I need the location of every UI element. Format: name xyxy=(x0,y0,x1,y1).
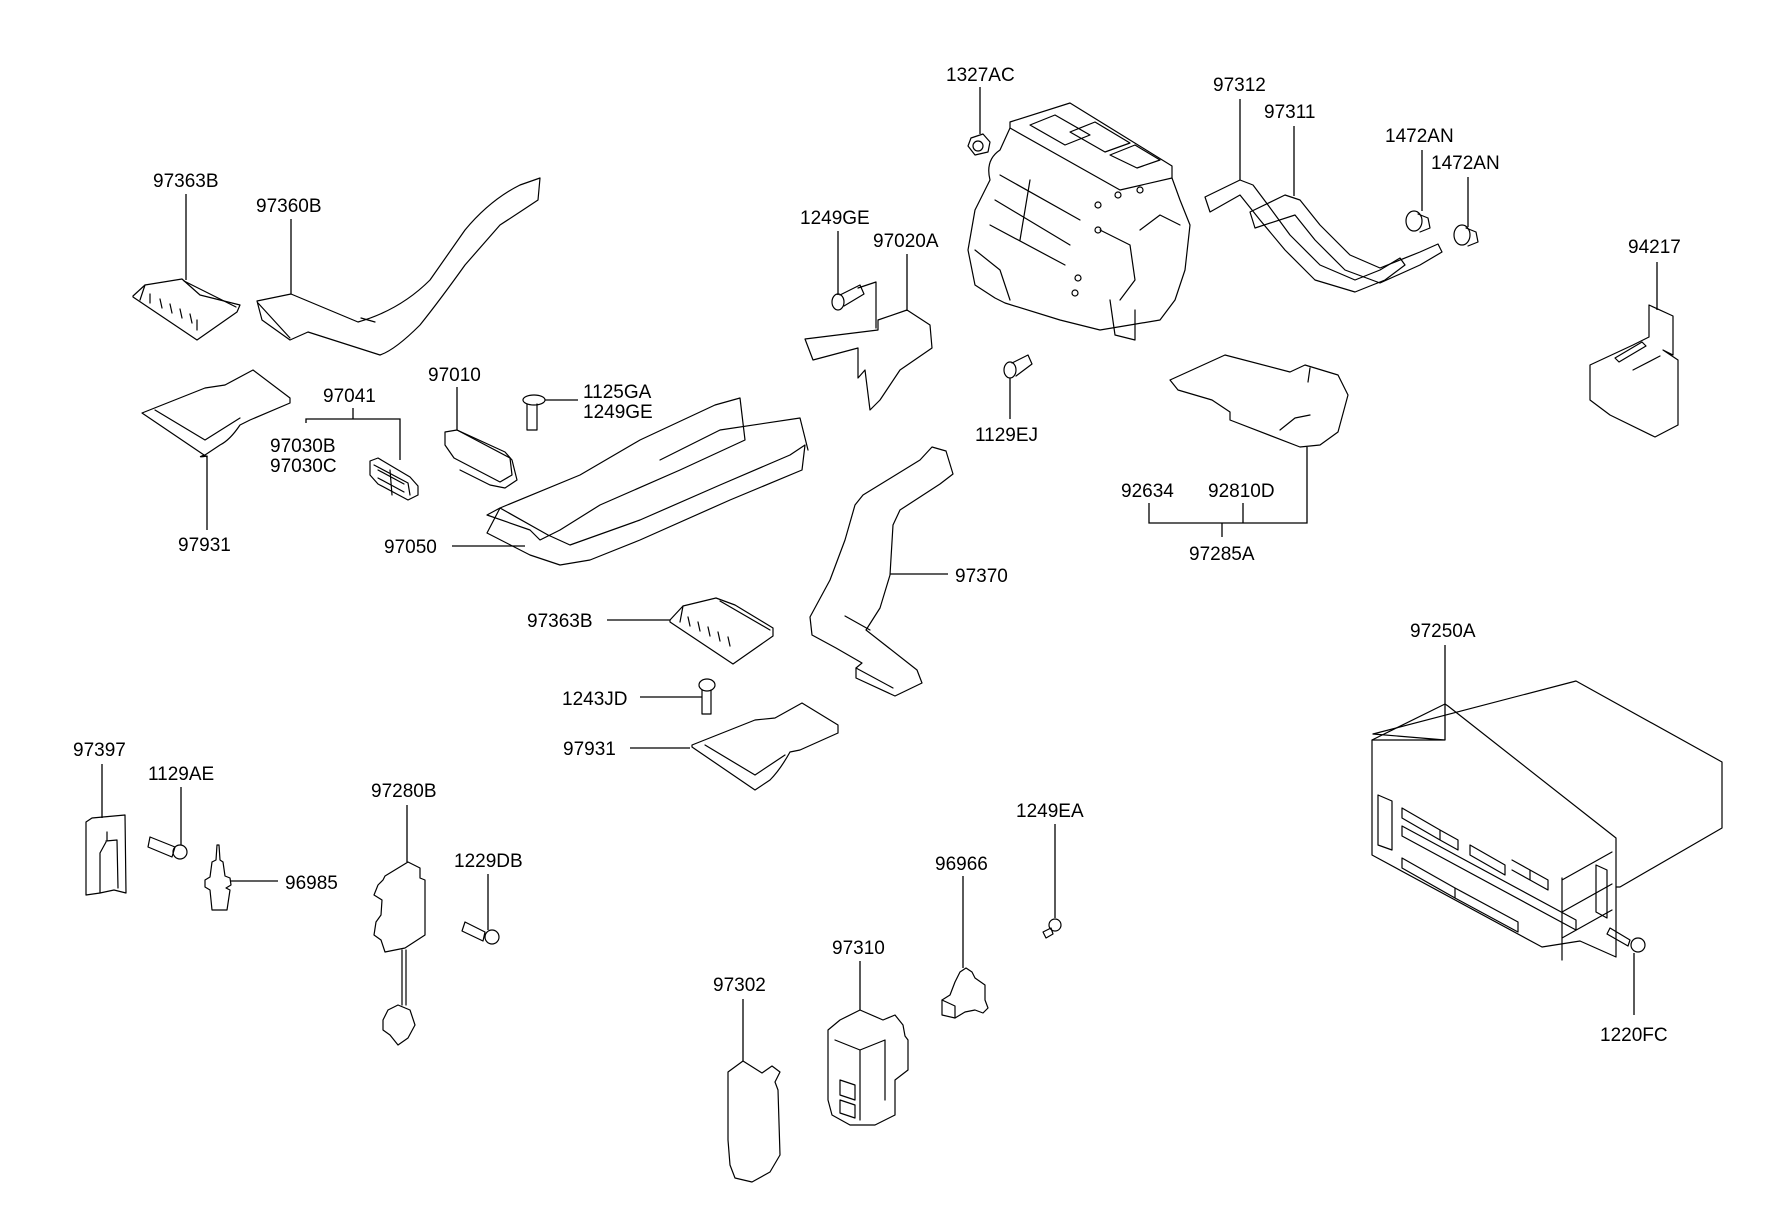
label-97250a[interactable]: 97250A xyxy=(1410,621,1476,642)
part-nut-1327ac[interactable] xyxy=(967,133,991,156)
part-cover-97302[interactable] xyxy=(727,1060,781,1183)
part-motor-96966[interactable] xyxy=(941,967,989,1019)
label-97931-mid[interactable]: 97931 xyxy=(563,739,616,760)
label-97931-left[interactable]: 97931 xyxy=(178,535,231,556)
part-97931-mid[interactable] xyxy=(691,702,839,791)
part-cover-97285a[interactable] xyxy=(1169,354,1349,448)
label-1327ac[interactable]: 1327AC xyxy=(946,65,1015,86)
label-96985[interactable]: 96985 xyxy=(285,873,338,894)
part-clamp-1472an-b[interactable] xyxy=(1453,224,1479,247)
part-97363b-mid[interactable] xyxy=(669,597,774,665)
part-screw-1125ga[interactable] xyxy=(522,394,546,431)
part-screw-1129ej[interactable] xyxy=(1003,354,1033,379)
part-97363b-top[interactable] xyxy=(132,278,241,341)
label-1220fc[interactable]: 1220FC xyxy=(1600,1025,1668,1046)
label-1249ge-top[interactable]: 1249GE xyxy=(800,208,870,229)
label-97050[interactable]: 97050 xyxy=(384,537,437,558)
label-97397[interactable]: 97397 xyxy=(73,740,126,761)
part-screw-1243jd[interactable] xyxy=(698,678,716,715)
label-97370[interactable]: 97370 xyxy=(955,566,1008,587)
label-97280b[interactable]: 97280B xyxy=(371,781,437,802)
label-97010[interactable]: 97010 xyxy=(428,365,481,386)
label-97030c[interactable]: 97030C xyxy=(270,456,337,477)
part-actuator-97280b[interactable] xyxy=(373,861,426,1046)
label-1249ge-mid[interactable]: 1249GE xyxy=(583,402,653,423)
label-97020a[interactable]: 97020A xyxy=(873,231,939,252)
label-96966[interactable]: 96966 xyxy=(935,854,988,875)
label-1129ej[interactable]: 1129EJ xyxy=(975,425,1038,446)
label-1249ea[interactable]: 1249EA xyxy=(1016,801,1084,822)
part-97030-grille[interactable] xyxy=(369,457,419,501)
part-bolt-1220fc[interactable] xyxy=(1606,927,1646,953)
leader-97285a-group xyxy=(1148,447,1308,524)
part-97020a[interactable] xyxy=(804,281,933,411)
part-control-unit-97250a[interactable] xyxy=(1371,680,1723,961)
label-97311[interactable]: 97311 xyxy=(1264,102,1315,123)
label-1472an-b[interactable]: 1472AN xyxy=(1431,153,1500,174)
part-module-94217[interactable] xyxy=(1589,304,1679,438)
part-switch-97310[interactable] xyxy=(827,1009,909,1126)
label-97312[interactable]: 97312 xyxy=(1213,75,1266,96)
part-screw-1249ge-top[interactable] xyxy=(831,284,865,311)
label-97360b[interactable]: 97360B xyxy=(256,196,322,217)
part-hose-97311[interactable] xyxy=(1249,194,1443,284)
part-sensor-96985[interactable] xyxy=(204,844,232,911)
part-bracket-97397[interactable] xyxy=(85,814,127,896)
part-duct-97370[interactable] xyxy=(809,446,954,697)
label-1243jd[interactable]: 1243JD xyxy=(562,689,628,710)
label-1129ae[interactable]: 1129AE xyxy=(148,764,214,785)
label-92634[interactable]: 92634 xyxy=(1121,481,1174,502)
label-1229db[interactable]: 1229DB xyxy=(454,851,523,872)
part-heater-unit xyxy=(967,102,1191,341)
label-1125ga[interactable]: 1125GA xyxy=(583,382,652,403)
part-97010[interactable] xyxy=(444,429,518,489)
label-97041[interactable]: 97041 xyxy=(323,386,376,407)
label-97363b-mid[interactable]: 97363B xyxy=(527,611,593,632)
label-92810d[interactable]: 92810D xyxy=(1208,481,1275,502)
label-97310[interactable]: 97310 xyxy=(832,938,885,959)
part-bolt-1129ae[interactable] xyxy=(147,836,188,860)
part-hose-97312[interactable] xyxy=(1204,179,1406,293)
part-screw-1249ea[interactable] xyxy=(1042,918,1062,939)
label-97285a[interactable]: 97285A xyxy=(1189,544,1255,565)
part-clamp-1472an-a[interactable] xyxy=(1405,210,1431,233)
part-97360b[interactable] xyxy=(256,177,541,356)
label-97030b[interactable]: 97030B xyxy=(270,436,336,457)
part-bolt-1229db[interactable] xyxy=(461,921,500,945)
label-1472an-a[interactable]: 1472AN xyxy=(1385,126,1454,147)
label-97363b-top[interactable]: 97363B xyxy=(153,171,219,192)
label-94217[interactable]: 94217 xyxy=(1628,237,1681,258)
label-97302[interactable]: 97302 xyxy=(713,975,766,996)
part-97931-left[interactable] xyxy=(141,369,291,458)
part-97050[interactable] xyxy=(486,397,809,566)
